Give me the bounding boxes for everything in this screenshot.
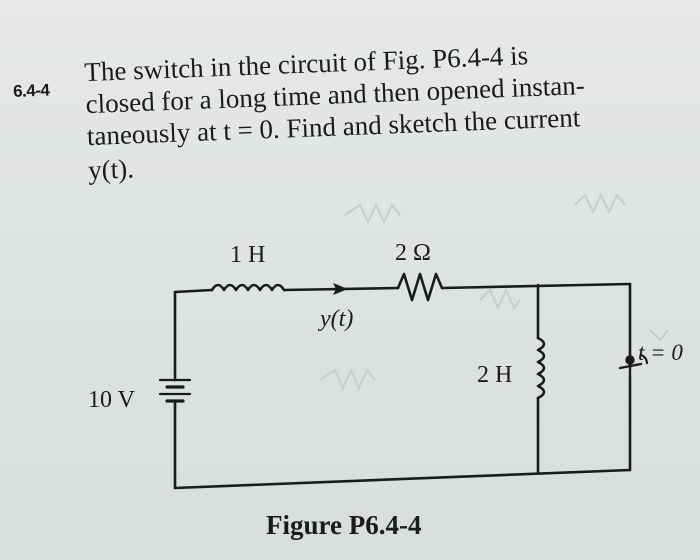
source-label: 10 V — [88, 387, 136, 413]
inductor2-label: 2 H — [477, 362, 512, 388]
resistor-2ohm — [396, 272, 444, 302]
wire-top-right — [440, 282, 632, 290]
resistor-label: 2 Ω — [395, 240, 431, 266]
switch — [618, 355, 643, 380]
current-label: y(t) — [318, 306, 353, 332]
inductor1-label: 1 H — [230, 242, 265, 268]
switch-label: t = 0 — [638, 340, 683, 365]
switch-arc-icon — [640, 354, 648, 365]
inductor-1H — [210, 283, 286, 292]
bleed-through-marks — [319, 192, 669, 391]
current-arrow-icon — [333, 283, 348, 295]
wire-bottom — [173, 468, 632, 490]
figure-caption: Figure P6.4-4 — [266, 510, 422, 540]
wire-top-left — [173, 288, 214, 294]
inductor-2H — [536, 336, 546, 400]
battery-source — [158, 373, 192, 407]
